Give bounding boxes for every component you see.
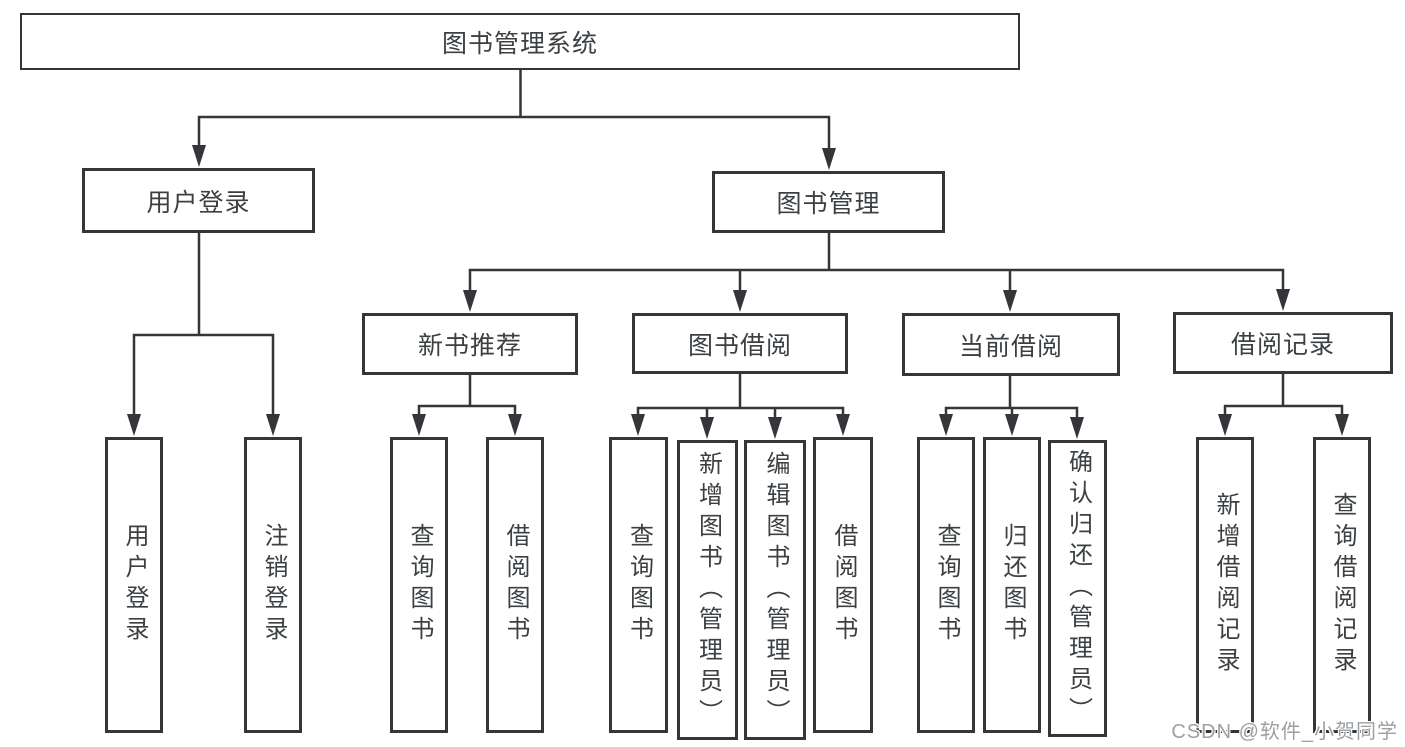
node-current-borrow: 当前借阅 (902, 313, 1120, 376)
connector-login-branch (132, 233, 275, 415)
node-book-management: 图书管理 (712, 171, 945, 233)
connector-group-recommend (417, 375, 517, 416)
arrowheads (127, 145, 1349, 439)
csdn-watermark: CSDN @软件_小贺同学 (1171, 721, 1398, 743)
connector-group-records (1223, 374, 1344, 416)
leaf-recommend-query-books: 查询图书 (390, 437, 448, 733)
connector-group-borrow (636, 374, 845, 419)
node-user-login: 用户登录 (82, 168, 315, 233)
leaf-borrow-edit-books-admin: 编辑图书（管理员） (744, 440, 806, 740)
connector-manage-branch (468, 233, 1285, 291)
leaf-recommend-borrow-books: 借阅图书 (486, 437, 544, 733)
leaf-borrow-add-books-admin: 新增图书（管理员） (677, 440, 738, 740)
node-new-book-recommend: 新书推荐 (362, 313, 578, 375)
leaf-borrow-borrow-books: 借阅图书 (813, 437, 873, 733)
leaf-borrow-query-books: 查询图书 (609, 437, 668, 733)
node-system-root: 图书管理系统 (20, 13, 1020, 70)
leaf-current-query-books: 查询图书 (917, 437, 975, 733)
node-book-borrow: 图书借阅 (632, 313, 848, 374)
leaf-current-return-books: 归还图书 (983, 437, 1041, 733)
node-borrow-records: 借阅记录 (1173, 312, 1393, 374)
leaf-user-login: 用户登录 (105, 437, 163, 733)
leaf-records-add-record: 新增借阅记录 (1196, 437, 1254, 733)
connector-group-current (944, 376, 1079, 419)
leaf-current-confirm-return-admin: 确认归还（管理员） (1048, 440, 1107, 737)
connector-root-branch (197, 69, 831, 149)
leaf-logout: 注销登录 (244, 437, 302, 733)
leaf-records-query-record: 查询借阅记录 (1313, 437, 1371, 733)
